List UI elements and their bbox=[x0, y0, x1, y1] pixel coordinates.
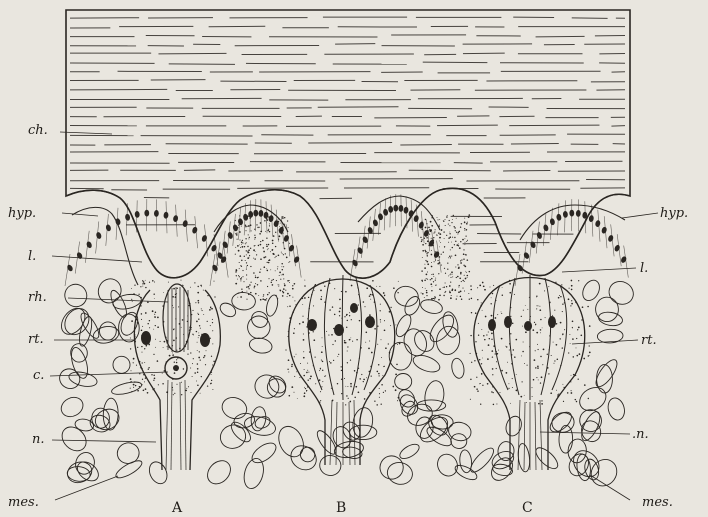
label-n-left: n. bbox=[32, 432, 45, 447]
organ-c bbox=[474, 275, 585, 470]
chorda-block bbox=[66, 10, 630, 278]
label-mes-right: mes. bbox=[642, 495, 673, 510]
label-hyp-right: hyp. bbox=[660, 206, 688, 221]
hypoblast-layer bbox=[65, 188, 630, 286]
label-n-right: .n. bbox=[632, 427, 649, 442]
label-hyp-left: hyp. bbox=[8, 206, 36, 221]
label-l-left: l. bbox=[28, 249, 36, 264]
caption-a: A bbox=[171, 500, 183, 516]
label-c: c. bbox=[33, 368, 44, 383]
label-ch: ch. bbox=[28, 123, 48, 138]
label-mes-left: mes. bbox=[8, 495, 39, 510]
caption-b: B bbox=[336, 500, 346, 516]
caption-c: C bbox=[522, 500, 533, 516]
label-rh: rh. bbox=[28, 290, 47, 305]
label-l-right: l. bbox=[640, 261, 648, 276]
label-rt-left: rt. bbox=[28, 332, 44, 347]
label-rt-right: rt. bbox=[641, 333, 657, 348]
